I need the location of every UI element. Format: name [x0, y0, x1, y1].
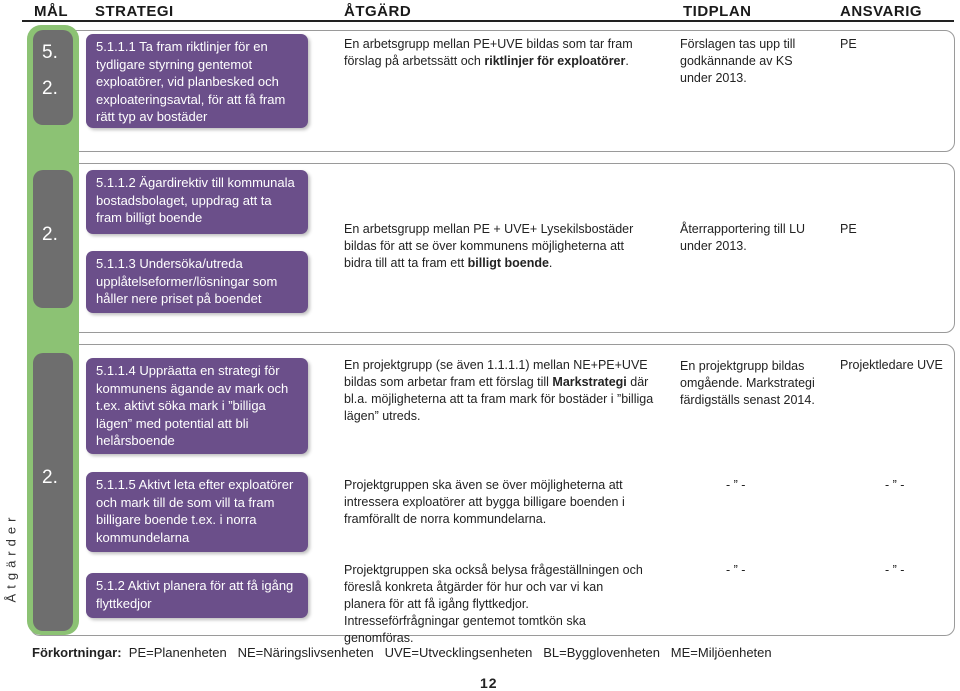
strategy-box: 5.1.1.4 Uppräatta en strategi för kommun…	[86, 358, 308, 454]
column-header-mal: MÅL	[34, 3, 68, 20]
ansvarig-text: PE	[840, 37, 857, 51]
column-header-atgard: ÅTGÄRD	[344, 3, 412, 20]
atgard-text: Projektgruppen ska också belysa frågestä…	[344, 563, 643, 645]
atgard-text: En arbetsgrupp mellan PE + UVE+ Lysekils…	[344, 222, 634, 270]
goal-marker-row-3	[33, 353, 73, 631]
column-header-strategi: STRATEGI	[95, 3, 174, 20]
strategy-box: 5.1.1.5 Aktivt leta efter exploatörer oc…	[86, 472, 308, 552]
strategy-box: 5.1.1.1 Ta fram riktlinjer för en tydlig…	[86, 34, 308, 128]
ansvarig-text: Projektledare UVE	[840, 358, 943, 372]
atgard-text: Projektgruppen ska även se över möjlighe…	[344, 478, 625, 526]
goal-number: 2.	[42, 467, 58, 488]
footer-label: Förkortningar:	[32, 645, 122, 660]
column-header-ansvarig: ANSVARIG	[840, 3, 923, 20]
tidplan-text: Återrapportering till LU under 2013.	[680, 222, 806, 253]
tidplan-text: Förslagen tas upp till godkännande av KS…	[680, 37, 796, 85]
tidplan-text: - ” -	[726, 563, 746, 577]
atgard-text: En projektgrupp (se även 1.1.1.1) mellan…	[344, 358, 654, 423]
ansvarig-text: PE	[840, 222, 857, 236]
atgard-text: En arbetsgrupp mellan PE+UVE bildas som …	[344, 37, 633, 68]
goal-number-top: 5.	[42, 42, 58, 63]
side-label-atgarder: Åtgärder	[3, 512, 19, 603]
strategy-box: 5.1.2 Aktivt planera för att få igång fl…	[86, 573, 308, 618]
tidplan-text: En projektgrupp bildas omgående. Markstr…	[680, 359, 815, 407]
abbreviations-footer: Förkortningar: PE=Planenheten NE=Närings…	[32, 645, 772, 660]
goal-marker-row-2	[33, 170, 73, 308]
ansvarig-text: - ” -	[885, 478, 905, 492]
tidplan-text: - ” -	[726, 478, 746, 492]
goal-marker-row-1	[33, 30, 73, 125]
footer-text: PE=Planenheten NE=Näringslivsenheten UVE…	[128, 645, 772, 660]
column-header-tidplan: TIDPLAN	[683, 3, 752, 20]
ansvarig-text: - ” -	[885, 563, 905, 577]
strategy-box: 5.1.1.3 Undersöka/utreda upplåtelseforme…	[86, 251, 308, 313]
page-number: 12	[480, 675, 498, 691]
strategy-box: 5.1.1.2 Ägardirektiv till kommunala bost…	[86, 170, 308, 234]
goal-number-bottom: 2.	[42, 78, 58, 99]
header-rule	[22, 20, 954, 22]
goal-number: 2.	[42, 224, 58, 245]
